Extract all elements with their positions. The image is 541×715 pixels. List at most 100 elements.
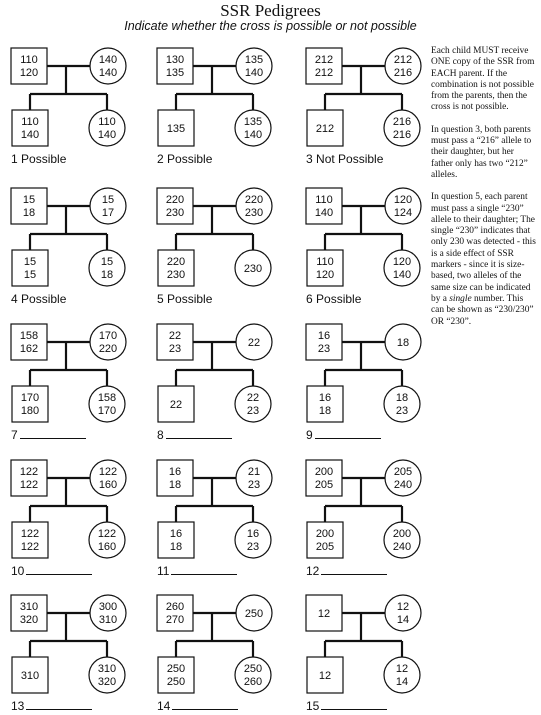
son-square <box>306 109 344 147</box>
son-allele: 250 <box>167 676 185 688</box>
daughter-allele: 260 <box>244 676 262 688</box>
daughter-allele: 216 <box>393 129 411 141</box>
son-allele: 140 <box>21 129 39 141</box>
mother-allele: 220 <box>245 194 263 206</box>
question-number: 8 <box>157 428 164 442</box>
father-allele: 310 <box>20 601 38 613</box>
son-allele: 122 <box>21 528 39 540</box>
daughter-circle <box>88 656 126 694</box>
son-allele: 180 <box>21 405 39 417</box>
father-square <box>305 459 343 497</box>
question-number: 5 <box>157 292 164 306</box>
mother-circle <box>235 594 273 632</box>
son-allele: 220 <box>167 256 185 268</box>
father-allele: 110 <box>315 194 333 206</box>
mother-allele: 205 <box>394 466 412 478</box>
father-square <box>156 187 194 225</box>
father-allele: 205 <box>315 479 333 491</box>
mother-circle <box>89 594 127 632</box>
son-allele: 16 <box>319 392 331 404</box>
question-number: 9 <box>306 428 313 442</box>
answer-text: Possible <box>163 152 213 166</box>
father-allele: 320 <box>20 614 38 626</box>
pedigree-label-10: 10 <box>11 564 93 578</box>
daughter-circle <box>234 109 272 147</box>
son-allele: 135 <box>167 123 185 135</box>
father-allele: 130 <box>166 54 184 66</box>
father-allele: 18 <box>23 207 35 219</box>
daughter-circle <box>383 385 421 423</box>
pedigree-label-3: 3 Not Possible <box>306 152 383 166</box>
mother-allele: 240 <box>394 479 412 491</box>
pedigree-label-4: 4 Possible <box>11 292 66 306</box>
daughter-circle <box>234 249 272 287</box>
answer-blank[interactable] <box>26 699 93 710</box>
daughter-circle <box>88 385 126 423</box>
father-square <box>10 594 48 632</box>
question-number: 14 <box>157 699 171 713</box>
son-square <box>157 249 195 287</box>
father-square <box>156 594 194 632</box>
father-allele: 122 <box>20 466 38 478</box>
son-allele: 310 <box>21 670 39 682</box>
mother-circle <box>384 594 422 632</box>
daughter-allele: 122 <box>98 528 116 540</box>
father-allele: 23 <box>318 343 330 355</box>
question-number: 12 <box>306 564 320 578</box>
mother-allele: 140 <box>245 67 263 79</box>
page-title: SSR Pedigrees <box>220 1 321 20</box>
son-allele: 22 <box>170 399 182 411</box>
son-square <box>11 521 49 559</box>
answer-blank[interactable] <box>19 428 86 439</box>
daughter-allele: 120 <box>393 256 411 268</box>
question-number: 6 <box>306 292 313 306</box>
answer-blank[interactable] <box>172 699 239 710</box>
daughter-allele: 16 <box>247 528 259 540</box>
mother-allele: 220 <box>99 343 117 355</box>
mother-allele: 120 <box>394 194 412 206</box>
mother-allele: 22 <box>248 337 260 349</box>
answer-blank[interactable] <box>165 428 232 439</box>
mother-allele: 230 <box>245 207 263 219</box>
father-allele: 158 <box>20 330 38 342</box>
answer-blank[interactable] <box>26 564 93 575</box>
daughter-allele: 140 <box>98 129 116 141</box>
mother-allele: 160 <box>99 479 117 491</box>
son-square <box>11 109 49 147</box>
daughter-allele: 200 <box>393 528 411 540</box>
son-allele: 170 <box>21 392 39 404</box>
answer-blank[interactable] <box>321 699 388 710</box>
question-number: 3 <box>306 152 313 166</box>
father-allele: 200 <box>315 466 333 478</box>
mother-allele: 15 <box>102 194 114 206</box>
father-square <box>156 47 194 85</box>
answer-blank[interactable] <box>321 564 388 575</box>
daughter-allele: 160 <box>98 541 116 553</box>
answer-text: Possible <box>17 292 67 306</box>
daughter-allele: 22 <box>247 392 259 404</box>
son-square <box>306 656 344 694</box>
son-allele: 122 <box>21 541 39 553</box>
son-square <box>306 521 344 559</box>
father-allele: 270 <box>166 614 184 626</box>
mother-circle <box>89 459 127 497</box>
daughter-allele: 140 <box>393 269 411 281</box>
son-square <box>157 521 195 559</box>
father-square <box>10 47 48 85</box>
son-square <box>306 385 344 423</box>
daughter-circle <box>234 656 272 694</box>
answer-blank[interactable] <box>171 564 238 575</box>
mother-allele: 122 <box>99 466 117 478</box>
pedigree-label-11: 11 <box>157 564 238 578</box>
father-square <box>10 323 48 361</box>
daughter-allele: 110 <box>98 116 116 128</box>
mother-allele: 135 <box>245 54 263 66</box>
explanation-notes: Each child MUST receive ONE copy of the … <box>431 46 537 339</box>
answer-blank[interactable] <box>314 428 381 439</box>
